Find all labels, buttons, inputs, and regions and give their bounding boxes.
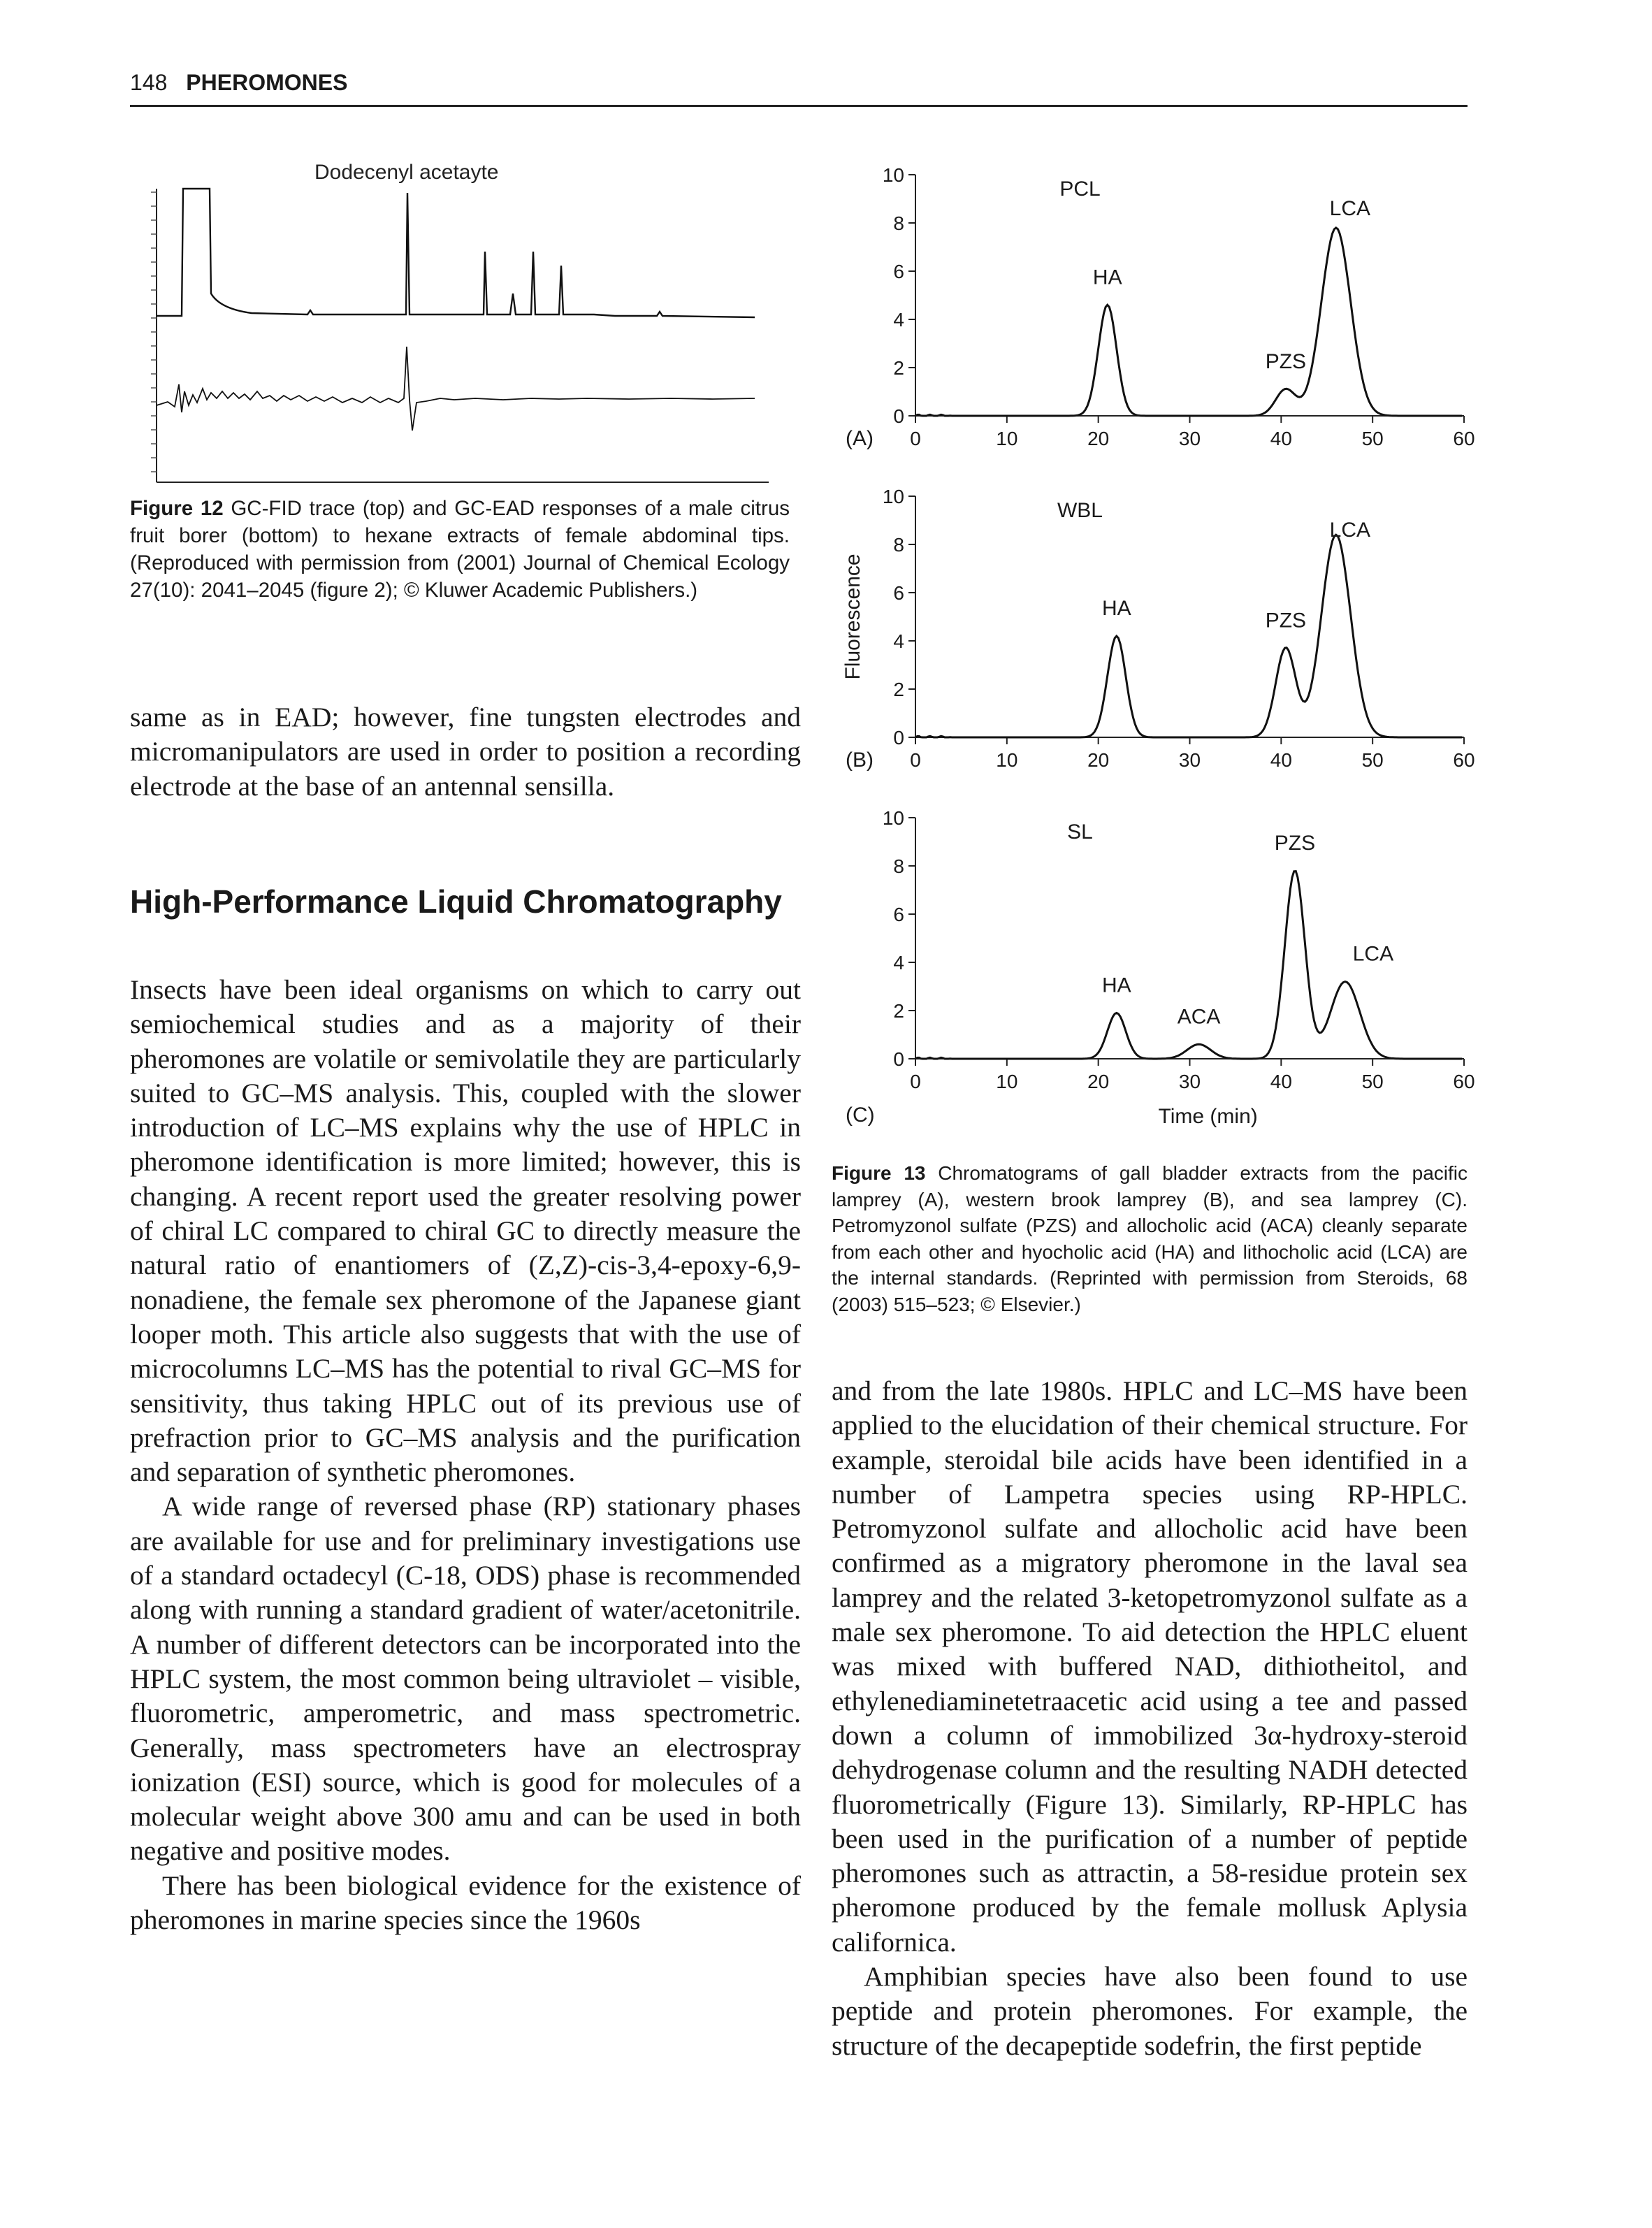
- x-tick-label: 10: [996, 428, 1017, 449]
- paragraph-3: There has been biological evidence for t…: [130, 1869, 801, 1936]
- y-tick-label: 0: [893, 727, 904, 748]
- peak-label-aca: ACA: [1178, 1005, 1221, 1028]
- peak-label-ha: HA: [1102, 597, 1131, 620]
- y-tick-label: 2: [893, 679, 904, 700]
- x-tick-label: 40: [1270, 428, 1292, 449]
- chromatogram-trace: [915, 870, 1463, 1060]
- peak-label-ha: HA: [1102, 974, 1131, 997]
- section-title: PHEROMONES: [186, 70, 348, 95]
- right-paragraph-continued: and from the late 1980s. HPLC and LC–MS …: [832, 1375, 1468, 1958]
- figure-13-caption: Figure 13 Chromatograms of gall bladder …: [832, 1160, 1468, 1317]
- y-tick-label: 4: [893, 630, 904, 652]
- running-header: 148 PHEROMONES: [130, 70, 347, 96]
- peak-label-lca: LCA: [1330, 519, 1370, 542]
- x-tick-label: 60: [1453, 428, 1475, 449]
- right-column-body: and from the late 1980s. HPLC and LC–MS …: [832, 1374, 1468, 2063]
- peak-label-pzs: PZS: [1266, 350, 1306, 373]
- page-number: 148: [130, 70, 168, 95]
- x-tick-label: 30: [1179, 428, 1201, 449]
- y-tick-label: 0: [893, 405, 904, 427]
- y-tick-label: 8: [893, 534, 904, 556]
- peak-label-ha: HA: [1093, 266, 1122, 289]
- figure-12: Dodecenyl acetayte: [151, 161, 769, 483]
- x-tick-label: 20: [1087, 1071, 1109, 1092]
- x-tick-label: 60: [1453, 749, 1475, 771]
- y-tick-label: 6: [893, 904, 904, 925]
- panel-label: (B): [846, 748, 874, 772]
- peak-label-lca: LCA: [1353, 943, 1393, 966]
- x-tick-label: 50: [1362, 428, 1384, 449]
- left-column-body: Insects have been ideal organisms on whi…: [130, 973, 801, 1937]
- x-tick-label: 50: [1362, 1071, 1384, 1092]
- x-tick-label: 0: [910, 1071, 921, 1092]
- y-tick-label: 10: [883, 486, 904, 507]
- figure-13-caption-text: Chromatograms of gall bladder extracts f…: [832, 1162, 1468, 1315]
- paragraph-continued: same as in EAD; however, fine tungsten e…: [130, 702, 801, 802]
- chromatogram-trace: [915, 226, 1463, 417]
- right-paragraph-2: Amphibian species have also been found t…: [832, 1961, 1468, 2061]
- x-tick-label: 0: [910, 428, 921, 449]
- x-tick-label: 20: [1087, 428, 1109, 449]
- x-tick-label: 30: [1179, 1071, 1201, 1092]
- section-heading: High-Performance Liquid Chromatography: [130, 883, 782, 920]
- x-tick-label: 40: [1270, 749, 1292, 771]
- figure-12-caption-text: GC-FID trace (top) and GC-EAD responses …: [130, 497, 790, 602]
- chromatogram-trace: [915, 533, 1463, 739]
- fig12-left-ticks: [151, 191, 157, 472]
- x-tick-label: 20: [1087, 749, 1109, 771]
- fig12-trace-label: Dodecenyl acetayte: [314, 161, 499, 184]
- y-tick-label: 10: [883, 164, 904, 186]
- panel-label: (A): [846, 427, 874, 450]
- paragraph-2: A wide range of reversed phase (RP) stat…: [130, 1491, 801, 1867]
- x-axis-label: Time (min): [1159, 1105, 1258, 1128]
- y-tick-label: 0: [893, 1048, 904, 1070]
- paragraph-1: Insects have been ideal organisms on whi…: [130, 974, 801, 1488]
- x-tick-label: 60: [1453, 1071, 1475, 1092]
- fid-trace: [157, 187, 755, 319]
- figure-13-caption-label: Figure 13: [832, 1162, 926, 1184]
- y-tick-label: 10: [883, 807, 904, 829]
- figure-12-caption: Figure 12 GC-FID trace (top) and GC-EAD …: [130, 495, 790, 604]
- left-column-top: same as in EAD; however, fine tungsten e…: [130, 700, 801, 804]
- panel-label: (C): [846, 1104, 875, 1127]
- panel-title: PCL: [1059, 178, 1100, 201]
- y-tick-label: 6: [893, 582, 904, 604]
- panel-title: WBL: [1057, 499, 1103, 522]
- ead-trace: [156, 346, 755, 431]
- figure-12-caption-label: Figure 12: [130, 497, 224, 520]
- peak-label-lca: LCA: [1330, 197, 1370, 220]
- y-tick-label: 4: [893, 952, 904, 974]
- x-tick-label: 0: [910, 749, 921, 771]
- panel-title: SL: [1067, 820, 1093, 844]
- peak-label-pzs: PZS: [1275, 832, 1315, 855]
- x-tick-label: 10: [996, 749, 1017, 771]
- y-tick-label: 4: [893, 309, 904, 331]
- y-tick-label: 2: [893, 1000, 904, 1022]
- peak-label-pzs: PZS: [1266, 609, 1306, 632]
- y-tick-label: 2: [893, 357, 904, 379]
- y-tick-label: 8: [893, 212, 904, 234]
- y-tick-label: 8: [893, 855, 904, 877]
- x-tick-label: 30: [1179, 749, 1201, 771]
- x-tick-label: 50: [1362, 749, 1384, 771]
- y-axis-label: Fluorescence: [841, 554, 864, 679]
- x-tick-label: 40: [1270, 1071, 1292, 1092]
- header-rule: [130, 105, 1468, 107]
- y-tick-label: 6: [893, 261, 904, 282]
- x-tick-label: 10: [996, 1071, 1017, 1092]
